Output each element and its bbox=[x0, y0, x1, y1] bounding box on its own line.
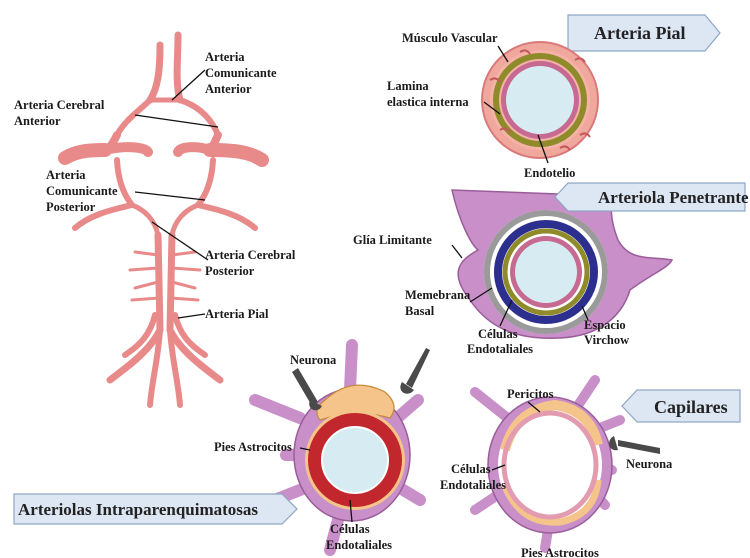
label-space-2: Virchow bbox=[584, 333, 629, 347]
label-aca-1: Arteria Cerebral bbox=[14, 98, 105, 112]
label-endothelium: Endotelio bbox=[524, 166, 575, 180]
label-acp-2: Posterior bbox=[205, 264, 255, 278]
lumen bbox=[515, 241, 577, 303]
label-cells-1: Células bbox=[330, 522, 370, 536]
label-space-1: Espacio bbox=[584, 318, 626, 332]
neuron-axon-icon bbox=[406, 348, 430, 388]
artery-segment bbox=[171, 252, 200, 300]
capillaries-section: Capilares Pericitos Neurona Células Endo… bbox=[440, 380, 740, 558]
artery-segment bbox=[117, 160, 132, 205]
artery-segment bbox=[65, 150, 105, 158]
intraparenchymal-section: Arteriolas Intraparenquimatosas Neurona … bbox=[14, 345, 430, 552]
artery-segment bbox=[177, 35, 180, 100]
penetrating-arteriole-title: Arteriola Penetrante bbox=[598, 188, 749, 207]
lumen bbox=[506, 66, 574, 134]
label-membrane-1: Memebrana bbox=[405, 288, 471, 302]
label-feet: Pies Astrocitos bbox=[214, 440, 292, 454]
label-cells-1: Células bbox=[478, 327, 518, 341]
artery-segment bbox=[172, 205, 198, 235]
label-neuron: Neurona bbox=[290, 353, 337, 367]
neuron-axon-icon bbox=[292, 368, 318, 406]
label-cells-1: Células bbox=[451, 462, 491, 476]
pial-artery-section: Arteria Pial Músculo Vascular Lamina ela… bbox=[387, 15, 720, 180]
leader-line bbox=[135, 192, 205, 200]
label-acoa-2: Comunicante bbox=[205, 66, 277, 80]
label-feet: Pies Astrocitos bbox=[521, 546, 599, 558]
leader-line bbox=[452, 245, 462, 258]
artery-segment bbox=[180, 100, 218, 135]
artery-segment bbox=[178, 147, 210, 152]
artery-segment bbox=[105, 147, 148, 152]
intraparenchymal-title: Arteriolas Intraparenquimatosas bbox=[18, 500, 258, 519]
artery-segment bbox=[198, 205, 255, 228]
label-acop-2: Comunicante bbox=[46, 184, 118, 198]
label-glia: Glía Limitante bbox=[353, 233, 432, 247]
label-neuron: Neurona bbox=[626, 457, 673, 471]
label-pial: Arteria Pial bbox=[205, 307, 269, 321]
label-muscle: Músculo Vascular bbox=[402, 31, 498, 45]
label-pericytes: Pericitos bbox=[507, 387, 554, 401]
label-acoa-3: Anterior bbox=[205, 82, 252, 96]
artery-segment bbox=[150, 45, 160, 100]
label-acoa-1: Arteria bbox=[205, 50, 245, 64]
artery-segment bbox=[198, 160, 213, 205]
neuron-axon-icon bbox=[618, 440, 660, 454]
leader-line bbox=[178, 314, 205, 318]
artery-segment bbox=[117, 100, 150, 135]
label-cells-2: Endotaliales bbox=[440, 478, 506, 492]
label-acop-1: Arteria bbox=[46, 168, 86, 182]
capillaries-title: Capilares bbox=[654, 397, 728, 417]
label-acp-1: Arteria Cerebral bbox=[205, 248, 296, 262]
label-cells-2: Endotaliales bbox=[467, 342, 533, 356]
penetrating-arteriole-section: Arteriola Penetrante Glía Limitante Meme… bbox=[353, 183, 749, 356]
artery-segment bbox=[210, 150, 262, 160]
circle-of-willis: Arteria Comunicante Anterior Arteria Cer… bbox=[14, 35, 296, 405]
pial-artery-title: Arteria Pial bbox=[594, 23, 685, 43]
label-aca-2: Anterior bbox=[14, 114, 61, 128]
artery-segment bbox=[132, 205, 158, 235]
label-membrane-2: Basal bbox=[405, 304, 435, 318]
lumen bbox=[322, 427, 388, 493]
artery-segment bbox=[130, 252, 159, 300]
label-lamina-2: elastica interna bbox=[387, 95, 469, 109]
label-acop-3: Posterior bbox=[46, 200, 96, 214]
label-cells-2: Endotaliales bbox=[326, 538, 392, 552]
label-lamina-1: Lamina bbox=[387, 79, 429, 93]
